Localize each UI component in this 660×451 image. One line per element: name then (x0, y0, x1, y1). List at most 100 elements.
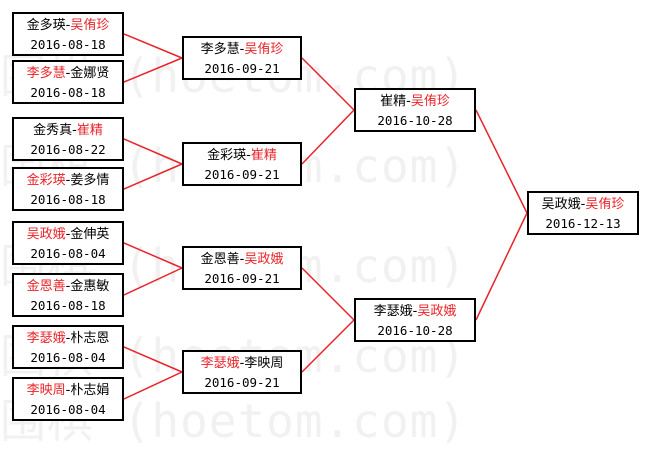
match-box: 金恩善-金惠敏 2016-08-18 (12, 273, 124, 317)
match-date: 2016-08-18 (30, 37, 106, 52)
player-separator: - (580, 197, 586, 212)
bracket-connector (301, 319, 355, 373)
match-players: 金多瑛-吴侑珍 (14, 16, 122, 35)
match-date: 2016-08-18 (30, 85, 106, 100)
match-box: 李瑟娥-李映周 2016-09-21 (182, 350, 302, 394)
player-name: 金彩瑛 (26, 173, 66, 188)
player-separator: - (65, 331, 71, 346)
player-separator: - (65, 18, 71, 33)
bracket-connector (123, 267, 183, 296)
match-box: 金多瑛-吴侑珍 2016-08-18 (12, 12, 124, 56)
match-box: 李多慧-金娜贤 2016-08-18 (12, 60, 124, 104)
match-date: 2016-09-21 (204, 61, 280, 76)
player-name: 李多慧 (26, 66, 66, 81)
match-box: 崔精-吴侑珍 2016-10-28 (354, 88, 476, 132)
match-box: 李瑟娥-朴志恩 2016-08-04 (12, 325, 124, 369)
match-date: 2016-08-18 (30, 192, 106, 207)
player-name: 吴侑珍 (70, 18, 110, 33)
match-players: 吴政娥-吴侑珍 (529, 195, 637, 214)
player-separator: - (406, 94, 411, 109)
player-name: 金惠敏 (70, 279, 110, 294)
match-players: 李瑟娥-吴政娥 (356, 302, 474, 321)
match-date: 2016-10-28 (377, 113, 453, 128)
match-box: 金秀真-崔精 2016-08-22 (12, 117, 124, 161)
player-name: 吴政娥 (244, 252, 284, 267)
match-box: 李多慧-吴侑珍 2016-09-21 (182, 36, 302, 80)
match-players: 崔精-吴侑珍 (356, 92, 474, 111)
player-name: 李映周 (26, 383, 66, 398)
match-players: 金彩瑛-姜多情 (14, 171, 122, 190)
match-date: 2016-09-21 (204, 167, 280, 182)
player-name: 姜多情 (70, 173, 110, 188)
player-separator: - (412, 304, 418, 319)
bracket-connector (301, 57, 355, 111)
match-players: 金秀真-崔精 (14, 121, 122, 140)
match-players: 金彩瑛-崔精 (184, 146, 300, 165)
match-date: 2016-08-04 (30, 350, 106, 365)
player-name: 金恩善 (200, 252, 240, 267)
player-separator: - (65, 66, 71, 81)
match-players: 李多慧-吴侑珍 (184, 40, 300, 59)
player-name: 崔精 (76, 123, 103, 138)
match-box: 金彩瑛-崔精 2016-09-21 (182, 142, 302, 186)
bracket-connector (123, 346, 183, 373)
player-separator: - (72, 123, 77, 138)
player-name: 李瑟娥 (26, 331, 66, 346)
player-name: 崔精 (250, 148, 277, 163)
match-box: 李瑟娥-吴政娥 2016-10-28 (354, 298, 476, 342)
match-box: 李映周-朴志娟 2016-08-04 (12, 377, 124, 421)
match-date: 2016-08-04 (30, 246, 106, 261)
player-separator: - (239, 42, 245, 57)
bracket-diagram: 围棋 (hoetom.com) 围棋 (hoetom.com) 围棋 (hoet… (0, 12, 639, 448)
match-players: 金恩善-金惠敏 (14, 277, 122, 296)
bracket-connector (123, 163, 183, 190)
match-date: 2016-08-04 (30, 402, 106, 417)
player-name: 吴侑珍 (244, 42, 284, 57)
player-name: 金恩善 (26, 279, 66, 294)
bracket-connector-lines (123, 33, 528, 400)
bracket-connector (301, 267, 355, 321)
player-name: 崔精 (380, 94, 407, 109)
match-date: 2016-12-13 (545, 216, 621, 231)
player-name: 朴志娟 (70, 383, 110, 398)
player-separator: - (239, 252, 245, 267)
match-box: 金恩善-吴政娥 2016-09-21 (182, 246, 302, 290)
match-players: 金恩善-吴政娥 (184, 250, 300, 269)
player-separator: - (65, 173, 71, 188)
player-separator: - (65, 279, 71, 294)
match-players: 李瑟娥-李映周 (184, 354, 300, 373)
match-players: 李映周-朴志娟 (14, 381, 122, 400)
match-players: 李瑟娥-朴志恩 (14, 329, 122, 348)
match-date: 2016-10-28 (377, 323, 453, 338)
player-separator: - (246, 148, 251, 163)
player-name: 吴侑珍 (585, 197, 625, 212)
player-name: 李瑟娥 (200, 356, 240, 371)
match-date: 2016-08-22 (30, 142, 106, 157)
player-name: 李映周 (244, 356, 284, 371)
player-separator: - (65, 227, 71, 242)
player-name: 金彩瑛 (207, 148, 247, 163)
bracket-connector (123, 57, 183, 83)
player-name: 金伸英 (70, 227, 110, 242)
player-separator: - (239, 356, 245, 371)
player-separator: - (65, 383, 71, 398)
player-name: 吴侑珍 (410, 94, 450, 109)
bracket-connector (123, 371, 183, 400)
bracket-connector (123, 242, 183, 269)
player-name: 吴政娥 (26, 227, 66, 242)
match-box: 吴政娥-金伸英 2016-08-04 (12, 221, 124, 265)
player-name: 金娜贤 (70, 66, 110, 81)
match-date: 2016-09-21 (204, 271, 280, 286)
player-name: 金多瑛 (26, 18, 66, 33)
bracket-connector (123, 33, 183, 59)
player-name: 金秀真 (33, 123, 73, 138)
match-players: 李多慧-金娜贤 (14, 64, 122, 83)
match-players: 吴政娥-金伸英 (14, 225, 122, 244)
match-date: 2016-09-21 (204, 375, 280, 390)
bracket-connector (475, 212, 528, 321)
player-name: 李多慧 (200, 42, 240, 57)
match-box: 金彩瑛-姜多情 2016-08-18 (12, 167, 124, 211)
match-date: 2016-08-18 (30, 298, 106, 313)
match-box: 吴政娥-吴侑珍 2016-12-13 (527, 191, 639, 235)
bracket-connector (301, 109, 355, 165)
